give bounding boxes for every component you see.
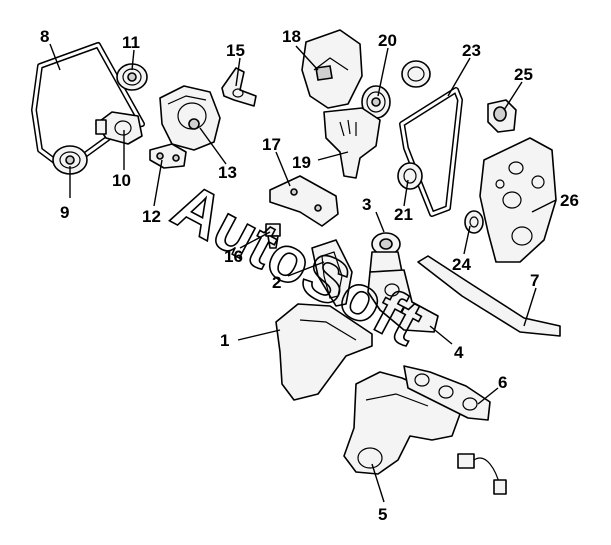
callout-25: 25 xyxy=(514,65,533,84)
callout-9: 9 xyxy=(60,203,69,222)
callout-15: 15 xyxy=(226,41,245,60)
callout-24: 24 xyxy=(452,255,471,274)
callout-13: 13 xyxy=(218,163,237,182)
callout-7: 7 xyxy=(530,271,539,290)
callout-4: 4 xyxy=(454,343,464,362)
water-pump-part xyxy=(159,85,221,151)
idler-roller-part xyxy=(487,99,517,133)
callout-26: 26 xyxy=(560,191,579,210)
engine-bracket-part xyxy=(269,175,339,227)
oxygen-sensor-part xyxy=(457,453,507,495)
callout-21: 21 xyxy=(394,205,413,224)
second-sprocket-part xyxy=(401,60,431,88)
leader-lines xyxy=(49,43,557,503)
thermostat-housing-part xyxy=(369,232,403,273)
callout-20: 20 xyxy=(378,31,397,50)
belt-tensioner-roller-part xyxy=(397,162,423,190)
callout-17: 17 xyxy=(262,135,281,154)
tensioner-bracket-part xyxy=(95,111,143,145)
timing-backplate-part xyxy=(479,137,557,263)
idler-pulley-part xyxy=(116,63,148,91)
callout-labels: 1 2 3 4 5 6 7 8 9 10 11 12 13 15 16 17 1… xyxy=(40,27,579,524)
callout-19: 19 xyxy=(292,153,311,172)
coolant-hose-part xyxy=(417,255,561,337)
callout-8: 8 xyxy=(40,27,49,46)
camshaft-sprocket-part xyxy=(361,85,391,119)
callout-1: 1 xyxy=(220,331,229,350)
callout-6: 6 xyxy=(498,373,507,392)
upper-timing-cover-part xyxy=(301,29,363,109)
lower-timing-cover-part xyxy=(323,107,381,179)
manifold-gasket-part xyxy=(403,365,491,421)
callout-10: 10 xyxy=(112,171,131,190)
callout-16: 16 xyxy=(224,247,243,266)
coolant-pipe-part xyxy=(221,67,257,107)
callout-3: 3 xyxy=(362,195,371,214)
drive-belt-part xyxy=(31,42,145,168)
callout-12: 12 xyxy=(142,207,161,226)
callout-23: 23 xyxy=(462,41,481,60)
coolant-outlet-part xyxy=(367,269,439,333)
heat-shield-part xyxy=(275,303,373,401)
outlet-gasket-part xyxy=(311,239,353,307)
callout-5: 5 xyxy=(378,505,387,524)
small-roller-part xyxy=(464,210,484,234)
callout-18: 18 xyxy=(282,27,301,46)
callout-11: 11 xyxy=(122,33,140,52)
callout-2: 2 xyxy=(272,273,281,292)
timing-belt-part xyxy=(399,87,463,217)
small-bracket-part xyxy=(149,143,187,169)
